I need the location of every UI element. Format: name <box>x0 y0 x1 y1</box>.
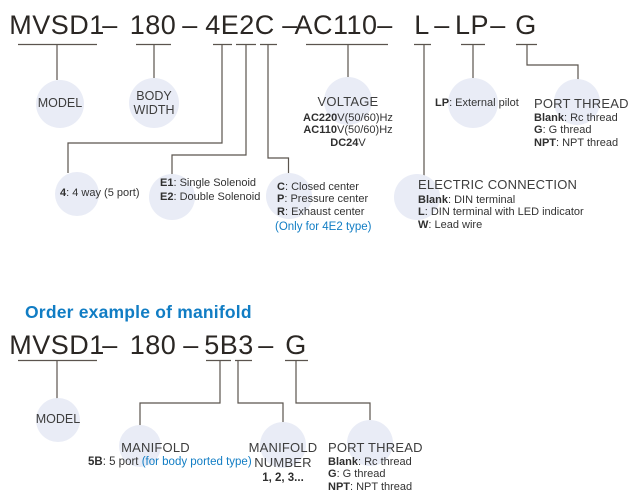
electric-connection-title: ELECTRIC CONNECTION <box>418 177 578 192</box>
code-segment-model: MVSD1 <box>9 330 105 360</box>
callout-circle-port-thread-b <box>347 420 393 466</box>
code-separator: – <box>434 10 450 40</box>
callout-circle-manifold-number <box>260 422 306 468</box>
code-segment-electric: L <box>414 10 430 40</box>
callout-circle-voltage <box>324 77 372 125</box>
manifold-title: MANIFOLD <box>121 440 190 455</box>
connector-center <box>267 45 290 174</box>
code-separator: – <box>102 330 118 360</box>
connector-manifold-number <box>237 361 284 424</box>
connector-solenoid <box>171 45 247 175</box>
manifold-option: 5B: 5 port (for body ported type) <box>88 456 252 468</box>
code-separator: – <box>282 10 298 40</box>
code-separator: – <box>102 10 118 40</box>
connector-port-thread <box>526 45 579 80</box>
manifold-section-heading: Order example of manifold <box>25 302 252 322</box>
code-separator: – <box>183 330 199 360</box>
callout-circle-pilot <box>448 78 498 128</box>
callout-circle-electric <box>394 174 440 220</box>
code-separator: – <box>258 330 274 360</box>
manifold-number-label: MANIFOLD NUMBER 1, 2, 3... <box>243 440 323 484</box>
code-separator: – <box>182 10 198 40</box>
callout-circle-manifold <box>119 425 161 467</box>
callout-circle-center <box>266 173 312 219</box>
code-segment-valve-type: 4E2C <box>205 10 275 40</box>
callout-circle-body-width <box>129 78 179 128</box>
voltage-title: VOLTAGE <box>317 94 379 109</box>
connector-port-thread-b <box>295 361 371 422</box>
callout-circle-port-thread <box>554 79 600 125</box>
callout-circle-solenoid <box>149 174 195 220</box>
solenoid-options: E1: Single Solenoid E2: Double Solenoid <box>160 177 261 203</box>
model-label: MODEL <box>37 96 83 110</box>
code-segment-manifold: 5B3 <box>204 330 254 360</box>
center-type-note: (Only for 4E2 type) <box>275 221 372 233</box>
code-separator: – <box>490 10 506 40</box>
callout-circle-model-b <box>36 398 80 442</box>
manifold-number-values: 1, 2, 3... <box>262 472 304 484</box>
external-pilot-label: LP: External pilot <box>435 97 519 109</box>
port-thread-title-manifold: PORT THREAD <box>328 440 423 455</box>
code-segment-voltage: AC110 <box>294 10 378 40</box>
code-segment-thread: G <box>285 330 307 360</box>
code-separator: – <box>377 10 393 40</box>
voltage-options: AC220V(50/60)Hz AC110V(50/60)Hz DC24V <box>303 112 393 149</box>
port-thread-title: PORT THREAD <box>534 96 629 111</box>
code-segment-body-width: 180 <box>129 330 177 360</box>
body-width-label: BODY WIDTH <box>133 89 175 117</box>
port-thread-options-manifold: Blank: Rc thread G: G thread NPT: NPT th… <box>328 456 413 493</box>
code-segment-model: MVSD1 <box>9 10 105 40</box>
code-segment-thread: G <box>515 10 537 40</box>
connector-way <box>67 45 223 173</box>
callout-circle-model <box>36 80 84 128</box>
model-label-manifold: MODEL <box>35 412 81 426</box>
code-segment-pilot: LP <box>454 10 490 40</box>
code-segment-body-width: 180 <box>129 10 177 40</box>
center-type-options: C: Closed center P: Pressure center R: E… <box>277 181 369 218</box>
electric-connection-options: Blank: DIN terminal L: DIN terminal with… <box>418 194 584 231</box>
connector-manifold <box>139 361 221 426</box>
callout-circle-way <box>55 172 99 216</box>
port-thread-options: Blank: Rc thread G: G thread NPT: NPT th… <box>534 112 619 149</box>
way-label: 4: 4 way (5 port) <box>60 187 140 199</box>
